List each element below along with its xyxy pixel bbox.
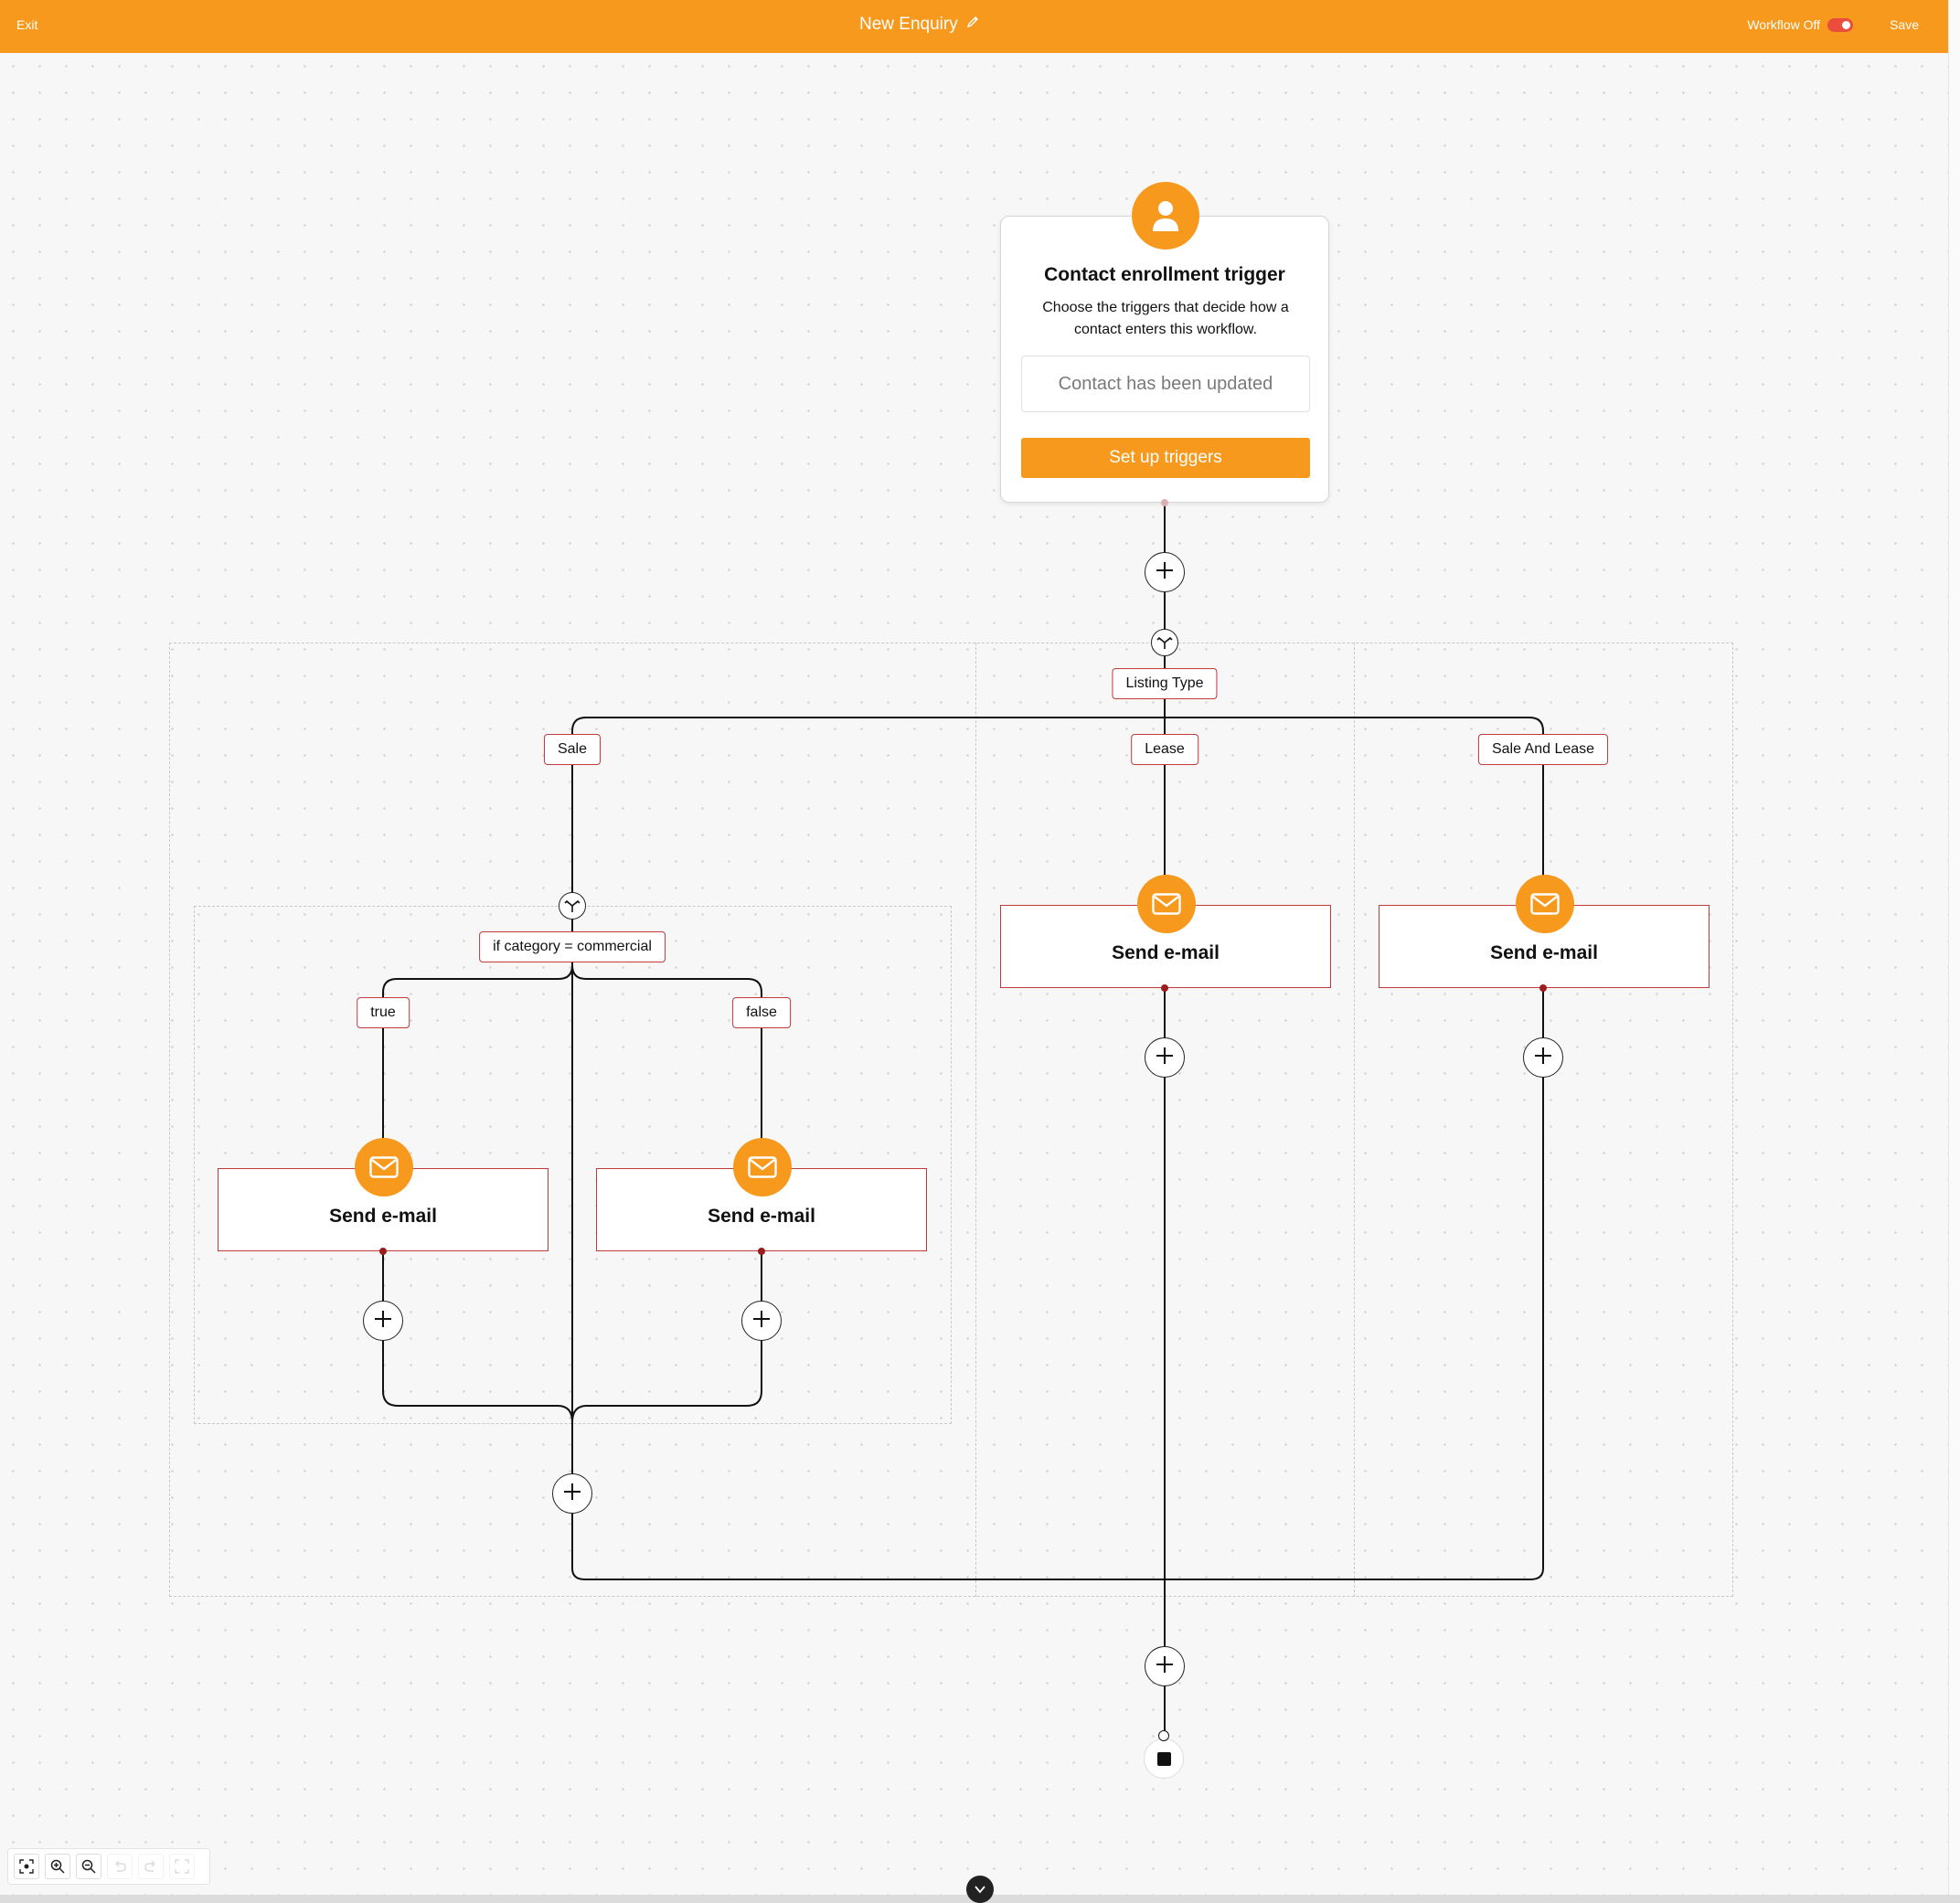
zoom-in-icon[interactable]: [45, 1854, 70, 1879]
envelope-icon: [733, 1138, 792, 1196]
add-step-button[interactable]: [552, 1473, 592, 1514]
workflow-status: Workflow Off: [1747, 17, 1853, 32]
workflow-toggle[interactable]: [1827, 17, 1853, 32]
plus-icon: [1155, 1654, 1175, 1679]
workflow-title[interactable]: New Enquiry: [859, 15, 980, 35]
split-icon[interactable]: [559, 892, 586, 920]
send-email-step[interactable]: Send e-mail: [1000, 875, 1331, 988]
branch-option-sale[interactable]: Sale: [543, 734, 602, 765]
fit-view-icon[interactable]: [14, 1854, 39, 1879]
trigger-title: Contact enrollment trigger: [1044, 264, 1285, 285]
trigger-output-port: [1161, 499, 1168, 506]
collapse-chevron-icon[interactable]: [966, 1876, 994, 1903]
plus-icon: [1155, 1046, 1175, 1070]
workflow-end: [1144, 1738, 1184, 1779]
envelope-icon: [1516, 875, 1574, 933]
plus-icon: [373, 1309, 393, 1334]
send-email-label: Send e-mail: [1112, 942, 1220, 963]
branch-option-true[interactable]: true: [357, 997, 410, 1028]
step-output-port: [1539, 984, 1547, 992]
plus-icon: [1533, 1046, 1553, 1070]
plus-icon: [751, 1309, 772, 1334]
zoom-out-icon[interactable]: [76, 1854, 101, 1879]
exit-button[interactable]: Exit: [16, 17, 38, 32]
stop-icon: [1156, 1751, 1171, 1766]
step-output-port: [379, 1248, 387, 1255]
envelope-icon: [1137, 875, 1196, 933]
add-step-button[interactable]: [1523, 1037, 1563, 1078]
branch-zone-divider-lease: [975, 643, 976, 1597]
save-button[interactable]: Save: [1890, 17, 1919, 32]
send-email-label: Send e-mail: [1490, 942, 1598, 963]
trigger-description: Choose the triggers that decide how a co…: [1042, 300, 1289, 337]
branch-label-category[interactable]: if category = commercial: [479, 931, 666, 962]
vertical-scrollbar[interactable]: [1948, 0, 1960, 1895]
pencil-icon[interactable]: [965, 15, 980, 35]
add-step-button[interactable]: [1145, 1037, 1185, 1078]
split-icon[interactable]: [1151, 629, 1178, 656]
user-icon: [1132, 182, 1199, 250]
send-email-step[interactable]: Send e-mail: [218, 1138, 549, 1251]
top-bar: Exit New Enquiry Workflow Off Save: [0, 0, 1948, 53]
set-up-triggers-button[interactable]: Set up triggers: [1021, 438, 1310, 478]
undo-icon[interactable]: [107, 1854, 133, 1879]
step-output-port: [758, 1248, 765, 1255]
workflow-status-label: Workflow Off: [1747, 17, 1820, 32]
canvas-controls: [7, 1848, 210, 1885]
branch-zone-divider-sale-and-lease: [1354, 643, 1355, 1597]
send-email-step[interactable]: Send e-mail: [1379, 875, 1710, 988]
envelope-icon: [355, 1138, 413, 1196]
trigger-input[interactable]: Contact has been updated: [1021, 356, 1310, 412]
add-step-button[interactable]: [1145, 1646, 1185, 1686]
add-step-button[interactable]: [741, 1301, 782, 1341]
end-input-port: [1158, 1730, 1169, 1741]
redo-icon[interactable]: [138, 1854, 164, 1879]
step-output-port: [1161, 984, 1168, 992]
branch-label-listing-type[interactable]: Listing Type: [1112, 668, 1218, 699]
branch-option-false[interactable]: false: [732, 997, 791, 1028]
branch-option-sale-and-lease[interactable]: Sale And Lease: [1477, 734, 1609, 765]
plus-icon: [562, 1482, 582, 1506]
send-email-label: Send e-mail: [708, 1206, 815, 1227]
trigger-card[interactable]: Contact enrollment trigger Choose the tr…: [1000, 182, 1329, 503]
branch-zone-listing-type: [169, 643, 1733, 1597]
fullscreen-icon[interactable]: [169, 1854, 195, 1879]
add-step-button[interactable]: [1145, 552, 1185, 592]
send-email-step[interactable]: Send e-mail: [596, 1138, 927, 1251]
add-step-button[interactable]: [363, 1301, 403, 1341]
branch-option-lease[interactable]: Lease: [1131, 734, 1198, 765]
send-email-label: Send e-mail: [329, 1206, 437, 1227]
plus-icon: [1155, 560, 1175, 585]
workflow-title-text: New Enquiry: [859, 15, 958, 34]
